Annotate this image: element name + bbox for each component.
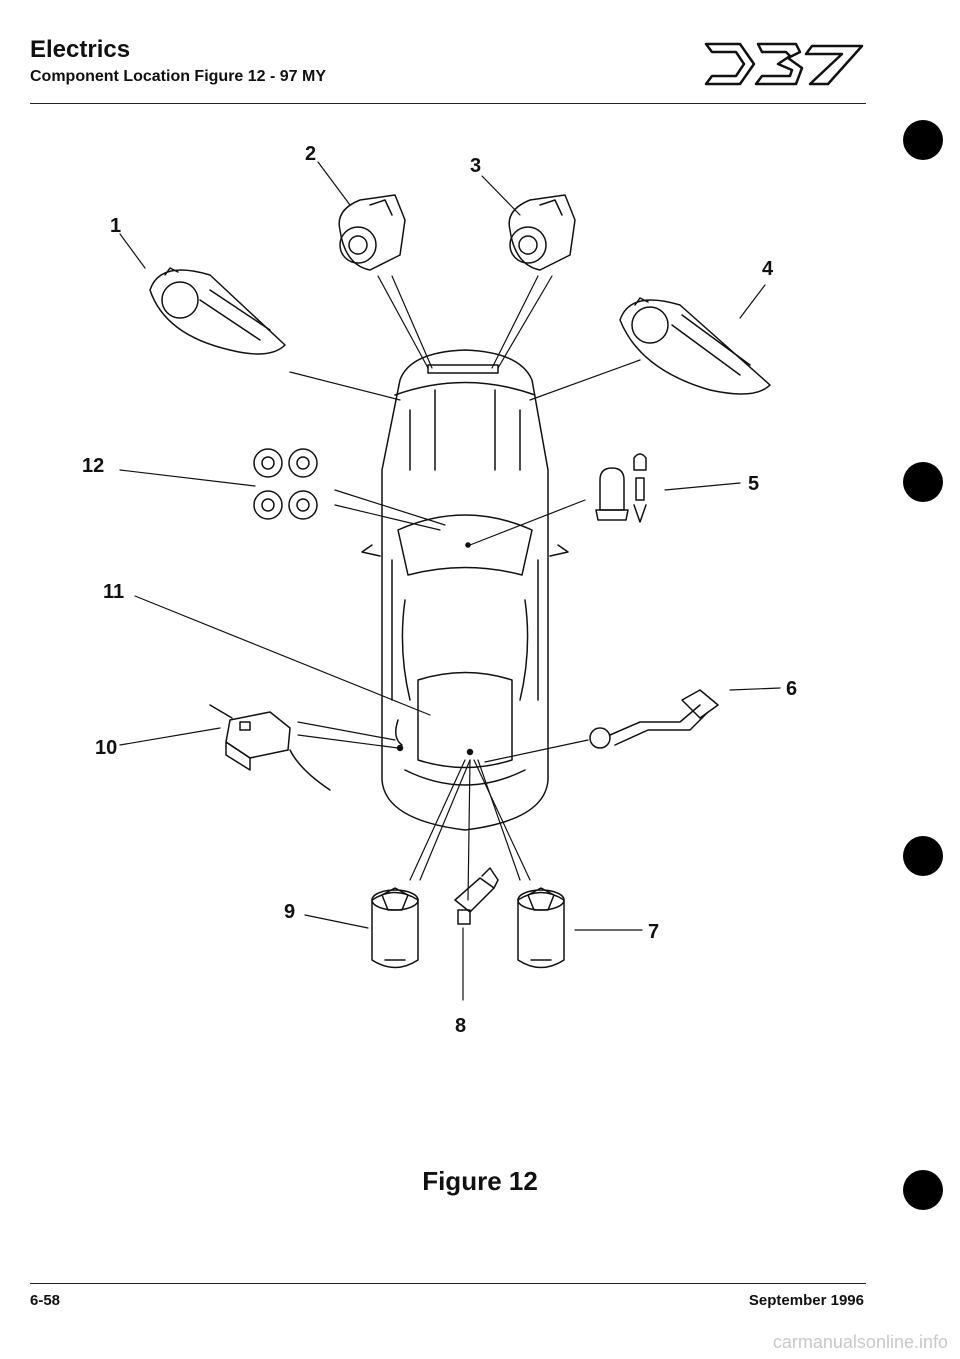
car-top-view — [361, 349, 569, 831]
bulb-holders-icon — [253, 448, 318, 520]
rear-component-left-icon — [371, 887, 419, 969]
issue-date: September 1996 — [748, 1292, 864, 1309]
boot-latch-icon — [209, 704, 331, 791]
callout-8: 8 — [455, 1015, 466, 1037]
watermark: carmanualsonline.info — [772, 1332, 948, 1352]
headlamp-left-icon — [149, 267, 286, 355]
callout-11: 11 — [103, 581, 124, 603]
db7-logo-icon — [704, 42, 864, 86]
header-rule — [30, 103, 866, 104]
callout-1: 1 — [110, 215, 121, 237]
callout-9: 9 — [284, 901, 295, 923]
bulb-and-holder-icon — [595, 453, 647, 523]
headlamp-right-icon — [619, 297, 771, 395]
callout-7: 7 — [648, 921, 659, 943]
page-subtitle: Component Location Figure 12 - 97 MY — [30, 68, 327, 85]
callout-5: 5 — [748, 473, 759, 495]
page-number: 6-58 — [30, 1292, 61, 1309]
figure-caption: Figure 12 — [422, 1166, 538, 1196]
callout-12: 12 — [82, 455, 104, 477]
binder-hole — [903, 836, 943, 876]
leader-lines — [119, 161, 781, 1001]
callout-3: 3 — [470, 155, 481, 177]
binder-hole — [903, 1170, 943, 1210]
callout-4: 4 — [762, 258, 774, 280]
binder-hole — [903, 120, 943, 160]
binder-hole — [903, 462, 943, 502]
footer-rule — [30, 1283, 866, 1284]
callout-6: 6 — [786, 678, 797, 700]
rear-component-right-icon — [517, 887, 565, 969]
callout-10: 10 — [95, 737, 117, 759]
callout-2: 2 — [305, 143, 316, 165]
sensor-icon — [454, 867, 499, 925]
section-title: Electrics — [30, 36, 131, 63]
front-horn-left-icon — [338, 194, 406, 271]
front-horn-right-icon — [508, 194, 576, 271]
fuel-sender-icon — [589, 689, 719, 749]
